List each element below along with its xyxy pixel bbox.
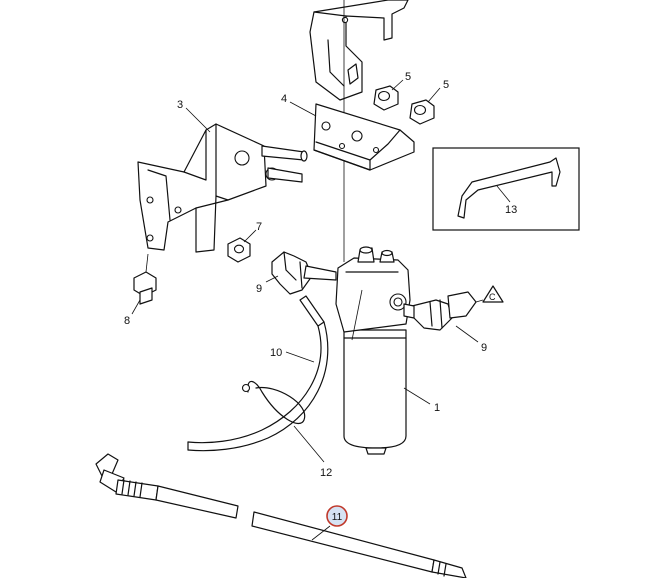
nut-lower [409, 99, 435, 125]
hose-assembly-11 [95, 453, 467, 578]
angled-bracket [137, 123, 279, 253]
callout-12: 12 [320, 467, 332, 479]
bolt-8 [133, 253, 157, 305]
leader-lines [131, 79, 479, 541]
callout-11: 11 [332, 512, 343, 523]
callout-3: 3 [177, 99, 183, 111]
nut-upper [373, 85, 399, 111]
mounting-bolts [261, 145, 308, 183]
callout-4: 4 [281, 93, 287, 105]
filter-housing [335, 246, 411, 455]
marker-c-label: C [489, 292, 496, 302]
upper-support-bracket [309, 0, 409, 101]
elbow-fitting-left [271, 251, 337, 295]
callout-8: 8 [124, 315, 130, 327]
callout-13: 13 [505, 204, 517, 216]
callout-9-left: 9 [256, 283, 262, 295]
callout-11-highlight[interactable]: 11 [326, 505, 348, 527]
nut-7 [227, 237, 251, 263]
callout-1: 1 [434, 402, 440, 414]
callout-5-upper: 5 [405, 71, 411, 83]
callout-10: 10 [270, 347, 282, 359]
elbow-fitting-right [403, 291, 477, 331]
callout-5-lower: 5 [443, 79, 449, 91]
mounting-plate [313, 103, 415, 171]
reference-marker-c [475, 285, 504, 303]
callout-9-right: 9 [481, 342, 487, 354]
hose-10 [187, 295, 329, 452]
cable-tie-12 [241, 380, 306, 425]
inset-panel [432, 147, 580, 231]
callout-7: 7 [256, 221, 262, 233]
